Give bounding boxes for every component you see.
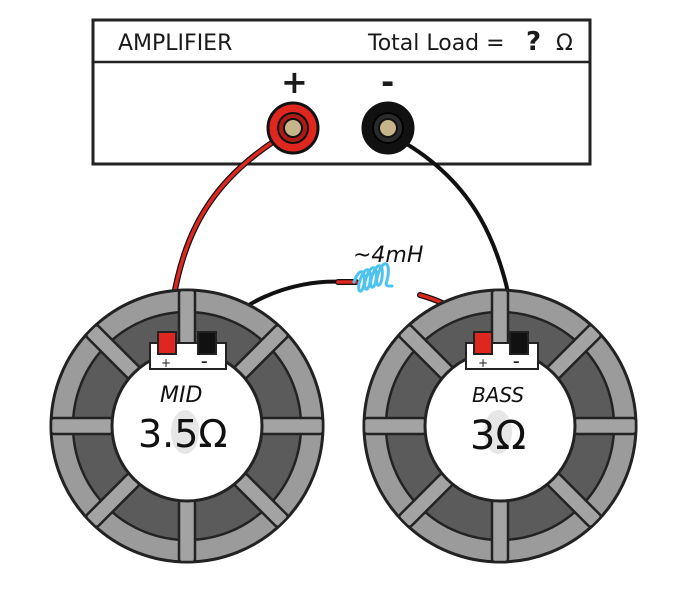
bass-minus-sign: –: [513, 355, 520, 370]
mid-speaker-impedance: 3.5Ω: [138, 412, 227, 456]
inductor-label: ~4mH: [353, 243, 423, 268]
mid-minus-sign: –: [201, 355, 208, 370]
amplifier-box: AMPLIFIER Total Load = ? Ω + -: [91, 18, 592, 166]
bass-plus-sign: +: [478, 356, 488, 370]
amplifier-title: AMPLIFIER: [118, 31, 232, 56]
negative-binding-post: [361, 101, 415, 155]
speaker-bass: + – BASS 3Ω: [306, 232, 691, 596]
bass-speaker-impedance: 3Ω: [470, 413, 526, 459]
total-load-unit: Ω: [556, 31, 573, 56]
bass-positive-terminal: [473, 331, 493, 355]
total-load-value: ?: [526, 27, 541, 57]
plus-terminal-label: +: [281, 63, 308, 101]
speaker-mid: + – MID 3.5Ω: [0, 232, 381, 596]
bass-negative-terminal: [509, 331, 529, 355]
positive-binding-post: [266, 101, 320, 155]
total-load-label: Total Load =: [367, 31, 505, 56]
minus-terminal-label: -: [381, 63, 394, 101]
mid-negative-terminal: [197, 331, 217, 355]
mid-speaker-name: MID: [160, 383, 202, 408]
inductor-coil: [352, 262, 394, 293]
mid-positive-terminal: [157, 331, 177, 355]
bass-speaker-name: BASS: [472, 383, 524, 407]
mid-plus-sign: +: [161, 356, 171, 370]
